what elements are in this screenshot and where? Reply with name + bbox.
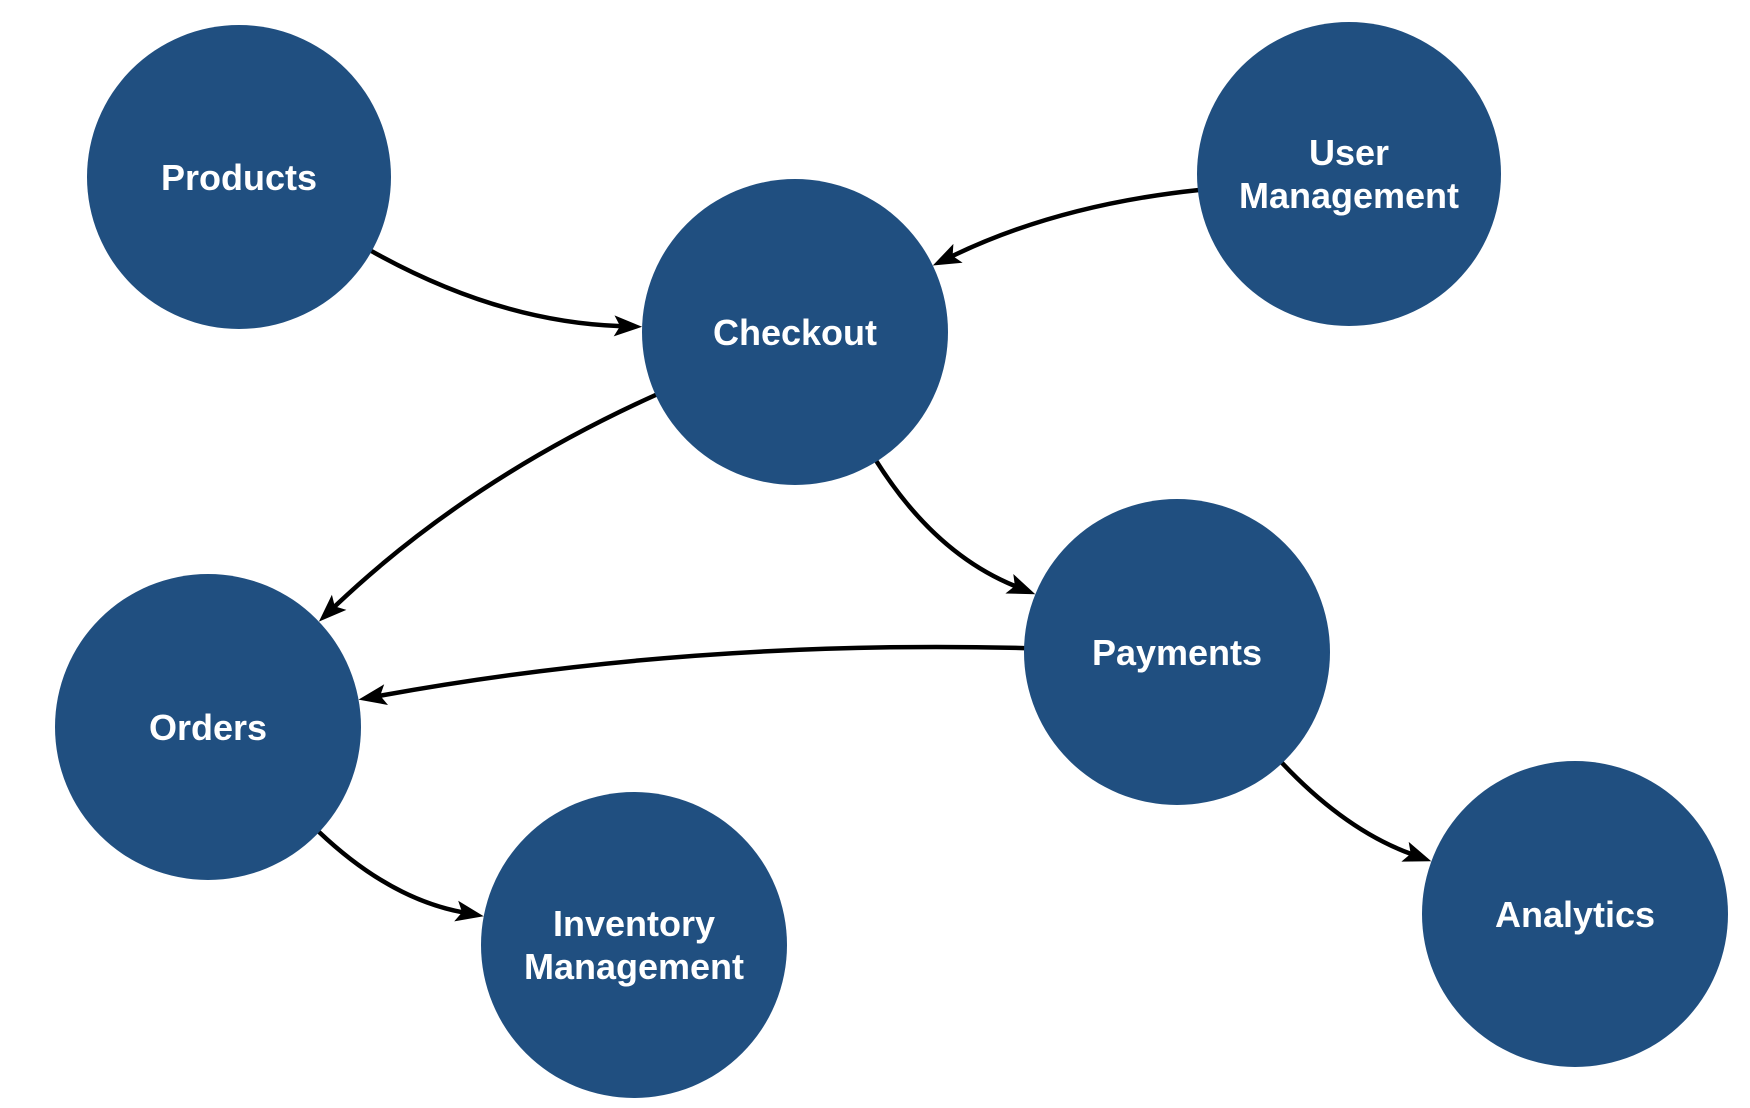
node-analytics-label: Analytics	[1495, 894, 1655, 935]
arrowhead-checkout-to-payments	[1005, 574, 1036, 595]
arrowhead-payments-to-orders	[358, 684, 388, 705]
edge-checkout-to-payments	[874, 459, 1018, 589]
node-analytics-circle	[1422, 761, 1728, 1067]
node-products: Products	[87, 25, 391, 329]
arrowhead-products-to-checkout	[613, 315, 643, 337]
edge-layer	[316, 187, 1432, 922]
arrowhead-checkout-to-orders	[318, 594, 347, 622]
node-payments-circle	[1024, 499, 1330, 805]
node-user-management-circle	[1197, 22, 1501, 326]
edge-checkout-to-orders	[332, 392, 658, 609]
node-payments: Payments	[1024, 499, 1330, 805]
edge-products-to-checkout	[369, 248, 623, 329]
node-orders: Orders	[55, 574, 361, 880]
node-orders-label: Orders	[149, 707, 267, 748]
arrowhead-orders-to-inventory-management	[454, 900, 484, 922]
arrowhead-payments-to-analytics	[1401, 841, 1432, 862]
node-checkout-label: Checkout	[713, 312, 877, 353]
node-products-label: Products	[161, 157, 317, 198]
edge-user-management-to-checkout	[950, 187, 1201, 259]
node-checkout-circle	[642, 179, 948, 485]
node-analytics: Analytics	[1422, 761, 1728, 1067]
edge-payments-to-analytics	[1279, 760, 1413, 857]
node-orders-circle	[55, 574, 361, 880]
edge-payments-to-orders	[377, 644, 1027, 698]
node-products-circle	[87, 25, 391, 329]
node-payments-label: Payments	[1092, 632, 1262, 673]
node-checkout: Checkout	[642, 179, 948, 485]
arrowhead-user-management-to-checkout	[932, 243, 963, 266]
node-inventory-management-circle	[481, 792, 787, 1098]
edge-orders-to-inventory-management	[316, 829, 465, 915]
